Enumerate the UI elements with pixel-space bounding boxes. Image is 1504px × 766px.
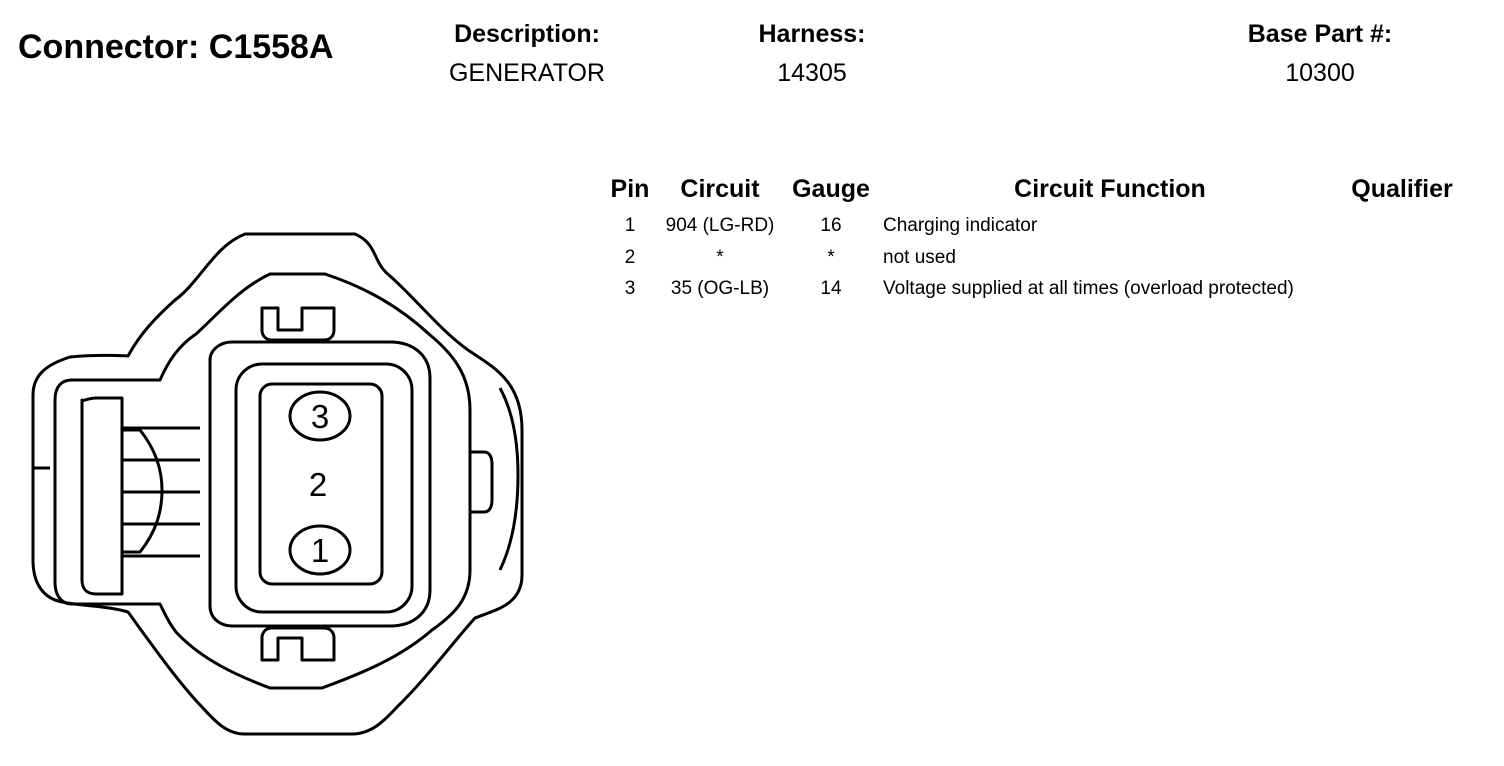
row-function: Charging indicator bbox=[883, 215, 1038, 236]
connector-face-diagram: 3 2 1 bbox=[31, 232, 524, 736]
harness-value: 14305 bbox=[777, 59, 847, 87]
description-label: Description: bbox=[454, 20, 600, 48]
row-circuit: 35 (OG-LB) bbox=[670, 278, 770, 299]
col-head-gauge: Gauge bbox=[792, 175, 870, 203]
right-tab bbox=[470, 450, 494, 514]
latch-bracket bbox=[80, 396, 124, 596]
pin-1-label: 1 bbox=[311, 532, 329, 569]
base-part-label: Base Part #: bbox=[1247, 20, 1393, 48]
col-head-qualifier: Qualifier bbox=[1351, 175, 1453, 203]
harness-label: Harness: bbox=[758, 20, 866, 48]
col-head-circuit: Circuit bbox=[680, 175, 760, 203]
row-gauge: 16 bbox=[820, 215, 842, 236]
row-pin: 1 bbox=[624, 215, 636, 236]
connector-outer-shell bbox=[31, 232, 524, 736]
base-part-value: 10300 bbox=[1285, 59, 1355, 87]
description-value: GENERATOR bbox=[448, 59, 606, 87]
pin-2-label: 2 bbox=[309, 466, 327, 503]
bottom-notch bbox=[260, 626, 336, 662]
pin-3-circle bbox=[288, 390, 352, 442]
cavity-outer bbox=[234, 362, 414, 614]
row-pin: 2 bbox=[624, 247, 636, 268]
row-function: not used bbox=[883, 247, 956, 268]
row-function: Voltage supplied at all times (overload … bbox=[883, 278, 1294, 299]
latch-tab bbox=[120, 428, 164, 554]
col-head-circuit-function: Circuit Function bbox=[1014, 175, 1206, 203]
right-rib bbox=[498, 387, 520, 571]
row-circuit: * bbox=[716, 247, 724, 268]
connector-title: Connector: C1558A bbox=[18, 28, 334, 66]
row-circuit: 904 (LG-RD) bbox=[665, 215, 775, 236]
connector-inner-shell bbox=[53, 272, 472, 690]
cavity-housing bbox=[208, 340, 432, 628]
col-head-pin: Pin bbox=[610, 175, 650, 203]
row-gauge: 14 bbox=[820, 278, 842, 299]
cavity-inner bbox=[258, 382, 384, 586]
pin-3-label: 3 bbox=[311, 398, 329, 435]
row-pin: 3 bbox=[624, 278, 636, 299]
pin-1-circle bbox=[288, 524, 352, 576]
top-notch bbox=[260, 306, 336, 342]
row-gauge: * bbox=[827, 247, 835, 268]
